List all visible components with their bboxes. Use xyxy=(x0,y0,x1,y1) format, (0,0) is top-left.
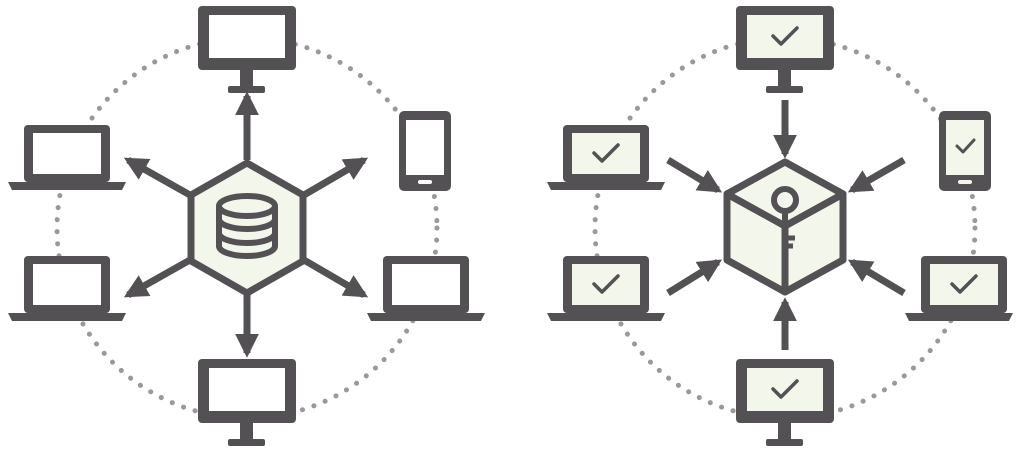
arrow-from-phone xyxy=(847,156,906,194)
outward-arrows xyxy=(123,91,369,358)
laptop-upper-left-checked xyxy=(547,125,665,190)
smartphone-upper-right xyxy=(399,111,451,191)
laptop-lower-right-checked xyxy=(905,256,1013,321)
desktop-monitor-top xyxy=(198,6,296,93)
centralized-network-diagram xyxy=(8,6,485,446)
smartphone-upper-right-checked xyxy=(939,111,991,191)
check-icon xyxy=(950,274,978,294)
laptop-lower-right xyxy=(367,256,485,321)
check-icon xyxy=(771,26,799,46)
arrow-to-lower-right-laptop xyxy=(302,256,369,299)
desktop-monitor-top-checked xyxy=(736,6,834,93)
check-icon xyxy=(955,138,976,154)
laptop-upper-left xyxy=(8,125,126,190)
arrow-to-phone xyxy=(302,156,369,199)
inward-arrows xyxy=(666,100,906,350)
database-icon xyxy=(216,193,278,259)
arrow-to-upper-left-laptop xyxy=(123,156,192,199)
key-icon xyxy=(771,186,799,250)
arrow-from-lower-right-laptop xyxy=(847,258,906,297)
desktop-monitor-bottom xyxy=(198,359,296,446)
decentralized-validation-network-diagram xyxy=(547,6,1013,446)
laptop-lower-left-checked xyxy=(547,256,665,321)
arrow-from-lower-left-laptop xyxy=(666,259,723,296)
check-icon xyxy=(592,143,620,163)
arrow-to-lower-left-laptop xyxy=(123,256,192,299)
check-icon xyxy=(771,379,799,399)
desktop-monitor-bottom-checked xyxy=(736,359,834,446)
check-icon xyxy=(592,274,620,294)
arrow-from-upper-left-laptop xyxy=(666,156,723,194)
laptop-lower-left xyxy=(8,256,126,321)
